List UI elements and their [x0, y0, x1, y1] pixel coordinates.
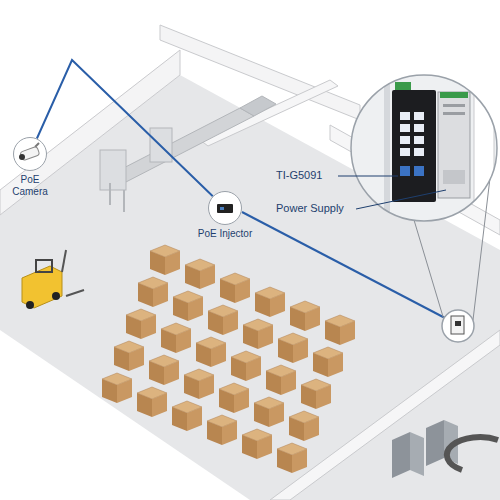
- wall-plate-callout: [442, 310, 474, 342]
- part-label: Power Supply: [276, 202, 344, 215]
- zoom-border: [351, 75, 497, 221]
- part-label: TI-G5091: [276, 169, 322, 182]
- zoom-content: [384, 70, 494, 230]
- zoom-pointer: [414, 220, 444, 320]
- network-cable: [242, 212, 445, 318]
- server-racks: [392, 420, 498, 478]
- partition-wall: [200, 80, 338, 146]
- camera-body: [20, 146, 40, 161]
- injector-icon: [208, 191, 242, 225]
- device-circle: [208, 191, 242, 225]
- camera-mount: [35, 143, 39, 147]
- device-node: PoE Injector: [185, 191, 265, 240]
- camera-lens: [19, 154, 25, 160]
- leader-line: [338, 176, 398, 177]
- stacked-boxes: [102, 245, 355, 473]
- network-cable: [37, 60, 213, 196]
- camera-icon: [13, 137, 47, 171]
- injector-port: [220, 207, 224, 210]
- injector-body: [217, 204, 233, 213]
- device-label: PoE Camera: [7, 174, 53, 197]
- device-node: PoE Camera: [7, 137, 53, 197]
- device-circle: [13, 137, 47, 171]
- back-wall: [0, 50, 180, 215]
- device-label: PoE Injector: [185, 228, 265, 240]
- partition-wall: [270, 330, 500, 500]
- wall-plate-port: [455, 321, 461, 326]
- forklift: [22, 250, 84, 309]
- back-wall: [160, 25, 360, 120]
- wall-plate: [451, 316, 464, 334]
- leader-line: [356, 190, 446, 209]
